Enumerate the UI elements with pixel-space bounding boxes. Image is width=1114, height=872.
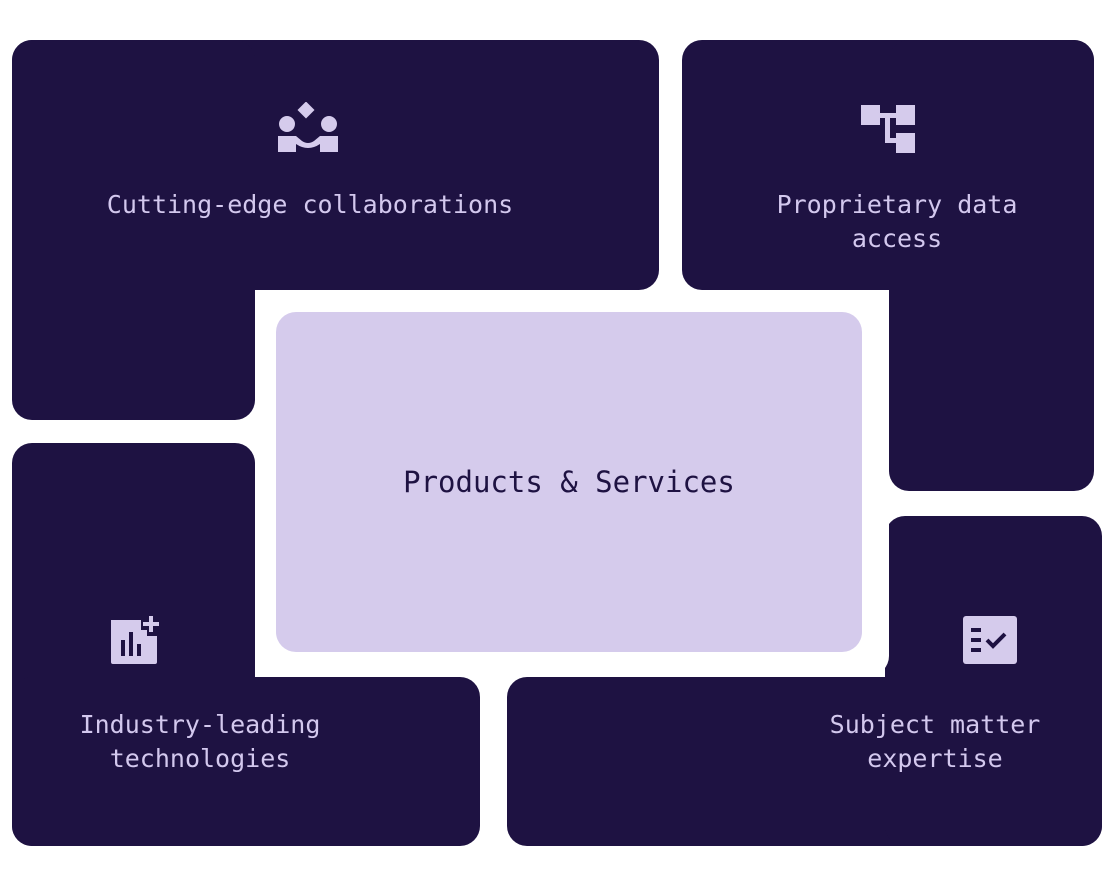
center-label: Products & Services [403,465,735,499]
collaboration-icon [278,102,338,152]
node-label-data-access: Proprietary data access [776,190,1018,253]
node-label-expertise: Subject matter expertise [829,710,1041,773]
chart-add-icon [111,616,159,664]
node-label-collaborations: Cutting-edge collaborations [106,190,514,219]
center-node: Products & Services [276,312,862,652]
checklist-icon [963,616,1017,664]
hierarchy-icon [861,105,915,153]
node-label-technologies: Industry-leading technologies [79,710,321,773]
